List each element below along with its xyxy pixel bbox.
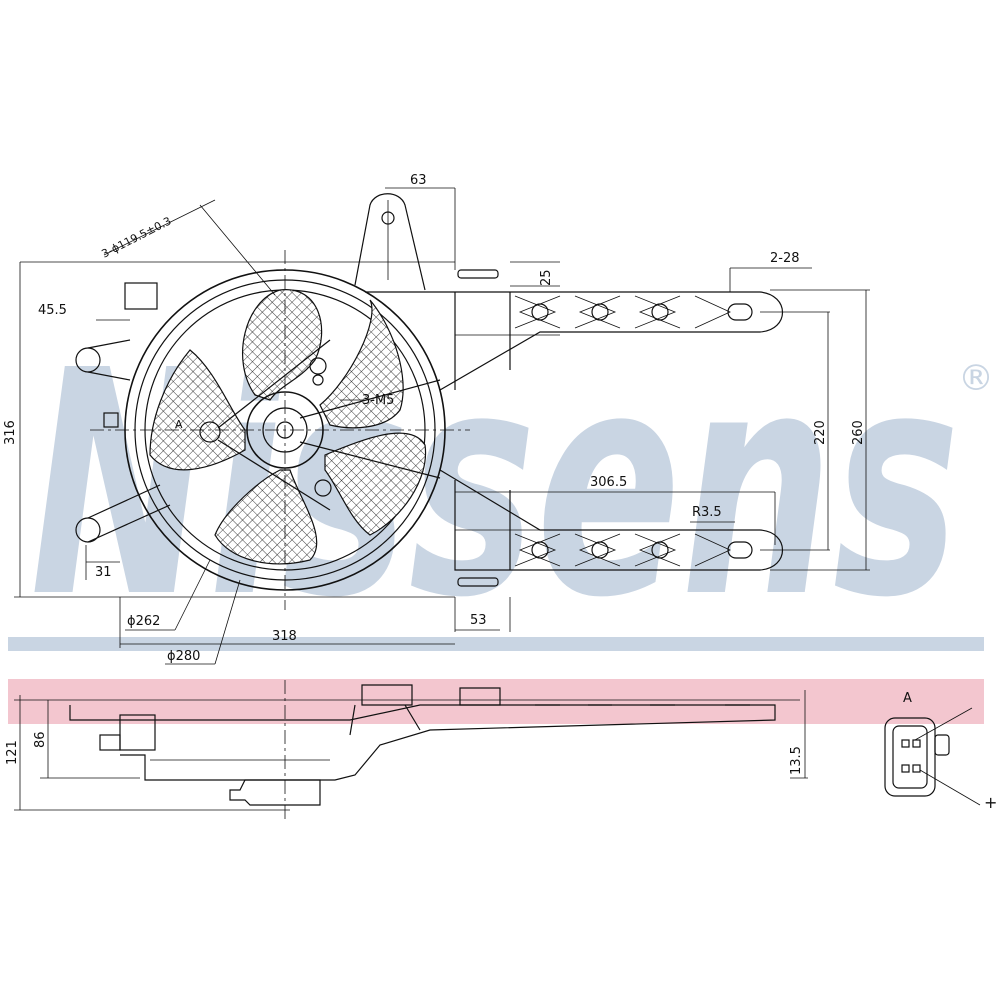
dim-86: 86 — [33, 731, 48, 748]
dim-318: 318 — [272, 629, 297, 644]
dim-31: 31 — [95, 565, 112, 580]
pink-band — [8, 679, 984, 724]
front-view — [14, 187, 870, 665]
connector-detail: A + — [884, 691, 997, 812]
dim-53: 53 — [470, 613, 487, 628]
mounting-arm — [365, 291, 784, 571]
blue-band — [8, 637, 984, 651]
watermark-registered: ® — [958, 358, 994, 399]
dim-220: 220 — [813, 420, 828, 445]
watermark: Nissens ® — [30, 305, 994, 666]
dim-3-m5: 3-M5 — [362, 393, 394, 408]
dim-121: 121 — [5, 740, 20, 765]
dim-280: ϕ280 — [167, 649, 200, 664]
dim-45-5: 45.5 — [38, 303, 67, 318]
dim-262: ϕ262 — [127, 614, 160, 629]
dim-306-5: 306.5 — [590, 475, 627, 490]
dim-316: 316 — [3, 420, 18, 445]
side-view: 121 86 13.5 — [5, 680, 808, 820]
dim-a-front: A — [175, 418, 183, 431]
dim-25: 25 — [539, 269, 554, 286]
dim-13-5: 13.5 — [789, 746, 804, 775]
dim-3-holes: 3-ϕ119.5±0.3 — [99, 214, 173, 260]
dim-63: 63 — [410, 173, 427, 188]
connector-plus: + — [984, 793, 997, 812]
dim-2-28: 2-28 — [770, 251, 800, 266]
connector-label: A — [903, 691, 912, 706]
watermark-brand: Nissens — [30, 305, 960, 666]
dim-260: 260 — [851, 420, 866, 445]
dim-r3-5: R3.5 — [692, 505, 722, 520]
